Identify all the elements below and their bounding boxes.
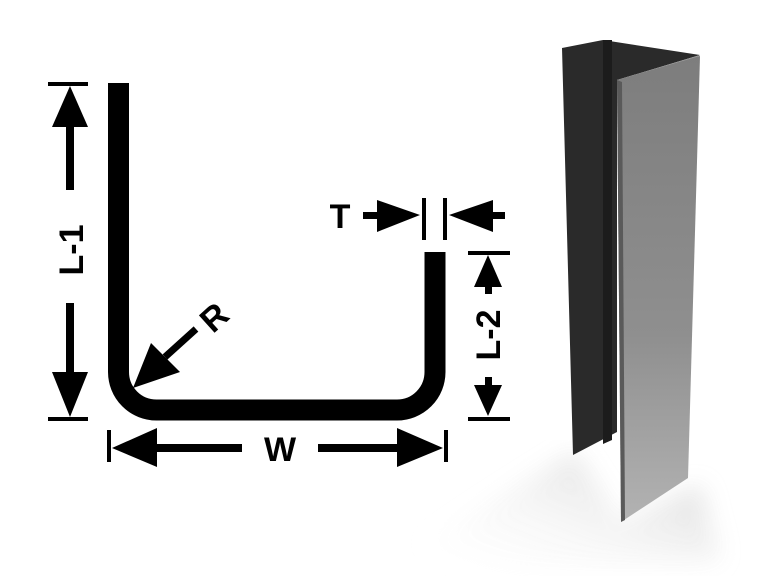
channel-3d-render — [420, 40, 720, 570]
label-t: T — [330, 198, 351, 236]
channel-front-flange — [617, 56, 700, 522]
arrow-left-icon — [449, 200, 493, 232]
arrow-right-icon — [377, 200, 420, 232]
arrow-diagonal-icon — [133, 343, 180, 388]
label-r: R — [193, 295, 237, 340]
arrow-left-icon — [112, 428, 157, 467]
arrow-right-icon — [397, 428, 443, 467]
dimension-t: T — [330, 198, 505, 240]
channel-back-flange — [562, 40, 700, 455]
label-l2: L-2 — [470, 310, 508, 361]
arrow-shaft — [66, 303, 74, 375]
arrow-shaft — [155, 444, 242, 452]
arrow-down-icon — [474, 385, 502, 416]
arrow-shaft — [491, 212, 505, 219]
arrow-shaft — [363, 212, 379, 219]
arrow-shaft — [485, 377, 492, 387]
arrow-down-icon — [52, 372, 88, 417]
arrow-up-icon — [474, 255, 502, 287]
dimension-l2: L-2 — [468, 251, 510, 421]
channel-front-edge — [617, 80, 625, 522]
arrow-up-icon — [52, 86, 88, 127]
dimension-r: R — [133, 295, 236, 388]
channel-profile — [108, 83, 446, 421]
arrow-shaft — [318, 444, 399, 452]
label-l1: L-1 — [53, 225, 91, 276]
arrow-shaft — [66, 125, 74, 190]
dimension-l1: L-1 — [48, 82, 91, 421]
channel-web-edge — [603, 40, 612, 444]
arrow-shaft — [162, 326, 199, 360]
dimension-w: W — [107, 428, 448, 469]
floor-shadow — [420, 452, 720, 570]
arrow-shaft — [485, 285, 492, 294]
label-w: W — [264, 431, 297, 469]
